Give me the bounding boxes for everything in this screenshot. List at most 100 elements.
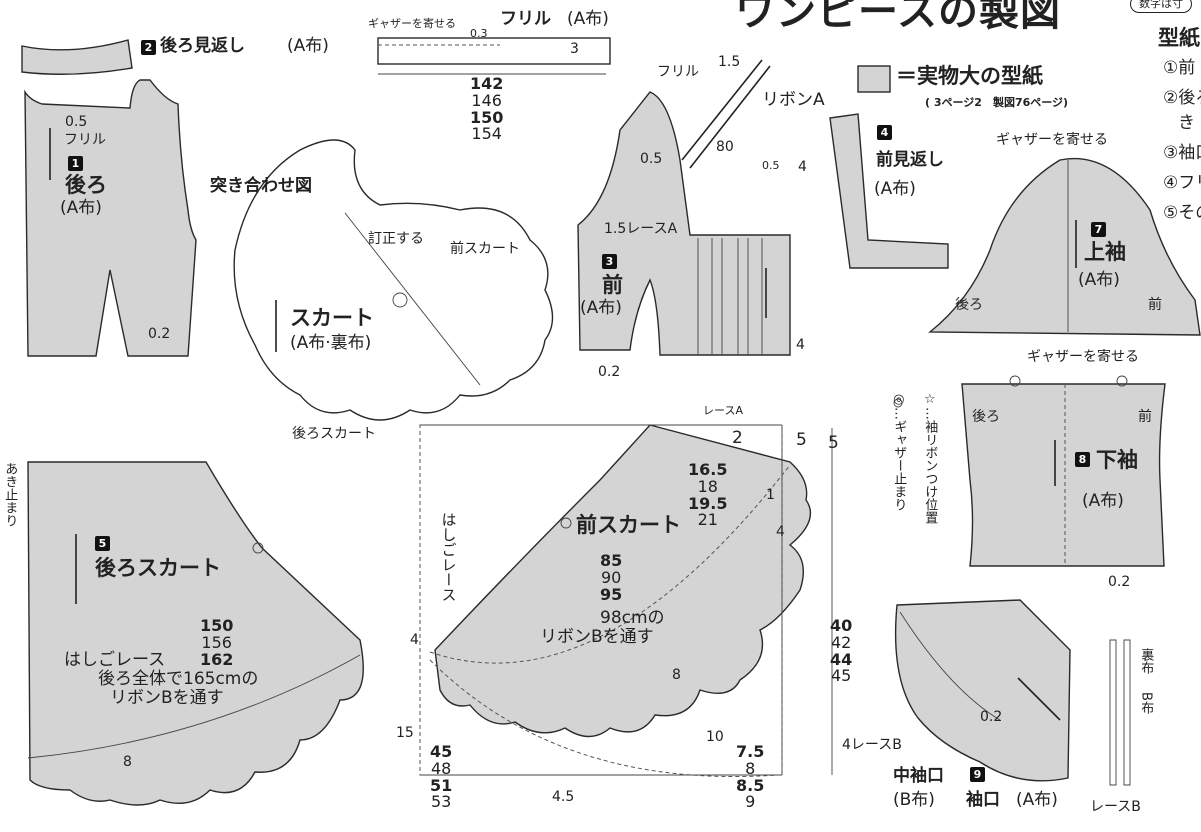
assembly-back-skirt: 後ろスカート xyxy=(292,426,376,442)
piece-number-badge: 5 xyxy=(95,536,110,551)
assembly-skirt: スカート xyxy=(290,306,374,330)
marker-legend-ribbon: ☆…袖リボンつけ位置 xyxy=(922,392,938,524)
cuff-lace: 4レースB xyxy=(842,737,902,753)
front-skirt-margin: 8 xyxy=(672,667,681,683)
back-facing-fabric: (A布) xyxy=(287,36,329,56)
legend-text: ＝実物大の型紙 xyxy=(896,64,1043,88)
front-skirt-margin: 5 xyxy=(828,433,839,453)
front-lace-label: 1.5レースA xyxy=(604,221,678,237)
cuff-b-fabric: B布 xyxy=(1138,692,1154,714)
back-skirt-margin: 8 xyxy=(123,754,132,770)
back-facing-piece xyxy=(21,39,133,75)
frill-seam: 0.3 xyxy=(470,27,488,40)
back-skirt-opening: あき止まり xyxy=(2,462,18,527)
back-skirt-piece xyxy=(27,461,364,806)
front-margin: 0.2 xyxy=(598,364,621,380)
back-frill-label: フリル xyxy=(64,132,106,148)
cuff-fabric: (A布) xyxy=(1016,790,1058,810)
cuff-margin: 0.2 xyxy=(980,709,1003,725)
front-facing-label: 前見返し xyxy=(876,150,944,170)
side-list-item: ④フリ xyxy=(1163,173,1201,193)
assembly-correct: 訂正する xyxy=(368,231,424,247)
piece-number-badge: 4 xyxy=(877,125,892,140)
lower-sleeve-back: 後ろ xyxy=(972,409,1000,425)
front-skirt-ribbon-note: 98cmの xyxy=(600,608,665,628)
back-label: 後ろ xyxy=(65,173,107,197)
front-skirt-margin: 15 xyxy=(396,725,414,741)
front-skirt-ribbon-note: リボンBを通す xyxy=(540,627,654,647)
back-skirt-ribbon-note: 後ろ全体で165cmの xyxy=(98,669,259,689)
legend-swatch xyxy=(857,65,891,93)
front-lace-bottom: レースA xyxy=(703,404,743,417)
back-skirt-ladder: はしごレース xyxy=(64,650,166,670)
frill-gather-note: ギャザーを寄せる xyxy=(368,17,456,30)
back-skirt-ribbon-note: リボンBを通す xyxy=(110,688,224,708)
upper-sleeve-back: 後ろ xyxy=(955,297,983,313)
front-skirt-margin: 10 xyxy=(706,729,724,745)
front-skirt-margin: 2 xyxy=(732,428,743,448)
front-ribbon-label: リボンA xyxy=(762,90,825,110)
piece-number-badge: 9 xyxy=(970,767,985,782)
front-skirt-margin: 4 xyxy=(776,524,785,540)
unit-badge: 数字は寸 xyxy=(1130,0,1192,13)
frill-piece xyxy=(377,37,611,65)
side-list-item: ①前 xyxy=(1163,58,1196,78)
page-title: ワンピースの製図 xyxy=(735,0,1061,35)
assembly-skirt-shape xyxy=(233,139,554,421)
front-margin: 0.5 xyxy=(762,159,780,172)
cuff-lining: 裏布 xyxy=(1138,648,1154,674)
front-label: 前 xyxy=(602,273,623,297)
frill-fabric: (A布) xyxy=(567,9,609,29)
piece-number-badge: 8 xyxy=(1075,452,1090,467)
legend-reference: ( 3ページ2 製図76ページ) xyxy=(925,96,1069,109)
assembly-title: 突き合わせ図 xyxy=(210,176,312,196)
front-frill-label: フリル xyxy=(657,64,699,80)
back-skirt-label: 後ろスカート xyxy=(95,556,221,580)
cuff-mid-label: 中袖口 xyxy=(893,766,944,786)
back-fabric: (A布) xyxy=(60,198,102,218)
assembly-skirt-fabric: (A布·裏布) xyxy=(290,333,372,353)
front-skirt-margin: 1 xyxy=(766,487,775,503)
front-fabric: (A布) xyxy=(580,298,622,318)
front-facing-piece xyxy=(829,113,949,269)
marker-legend-gather: ◎…ギャザー止まり xyxy=(891,392,907,511)
lower-sleeve-fabric: (A布) xyxy=(1082,491,1124,511)
cuff-label: 袖口 xyxy=(966,790,1000,810)
front-margin: 4 xyxy=(796,337,805,353)
front-skirt-margin: 5 xyxy=(796,430,807,450)
frill-width: 3 xyxy=(570,41,579,57)
piece-number-badge: 3 xyxy=(602,254,617,269)
front-margin: 1.5 xyxy=(718,54,741,70)
upper-sleeve-label: 上袖 xyxy=(1084,240,1126,264)
front-skirt-margin: 4.5 xyxy=(552,789,575,805)
upper-sleeve-fabric: (A布) xyxy=(1078,270,1120,290)
lower-sleeve-piece xyxy=(961,383,1166,567)
cuff-piece xyxy=(894,599,1071,782)
front-bodice-piece xyxy=(577,91,791,356)
side-list-item: ②後ろ xyxy=(1163,88,1201,108)
piece-number-badge: 1 xyxy=(68,156,83,171)
cuff-mid-fabric: (B布) xyxy=(893,790,935,810)
upper-sleeve-gather: ギャザーを寄せる xyxy=(996,132,1108,148)
lower-sleeve-margin: 0.2 xyxy=(1108,574,1131,590)
front-margin: 0.5 xyxy=(640,151,663,167)
back-margin: 0.2 xyxy=(148,326,171,342)
piece-number-badge: 7 xyxy=(1091,222,1106,237)
back-bodice-piece xyxy=(24,79,197,357)
back-margin: 0.5 xyxy=(65,114,88,130)
side-list-heading: 型紙 xyxy=(1158,26,1200,50)
side-list-item: ③袖口 xyxy=(1163,143,1201,163)
cuff-lace-b: レースB xyxy=(1090,799,1141,815)
upper-sleeve-piece xyxy=(928,157,1201,336)
back-facing-label: 後ろ見返し xyxy=(160,36,245,56)
side-list-item: ⑤その xyxy=(1163,203,1201,223)
frill-label: フリル xyxy=(500,9,551,29)
front-margin: 80 xyxy=(716,139,734,155)
